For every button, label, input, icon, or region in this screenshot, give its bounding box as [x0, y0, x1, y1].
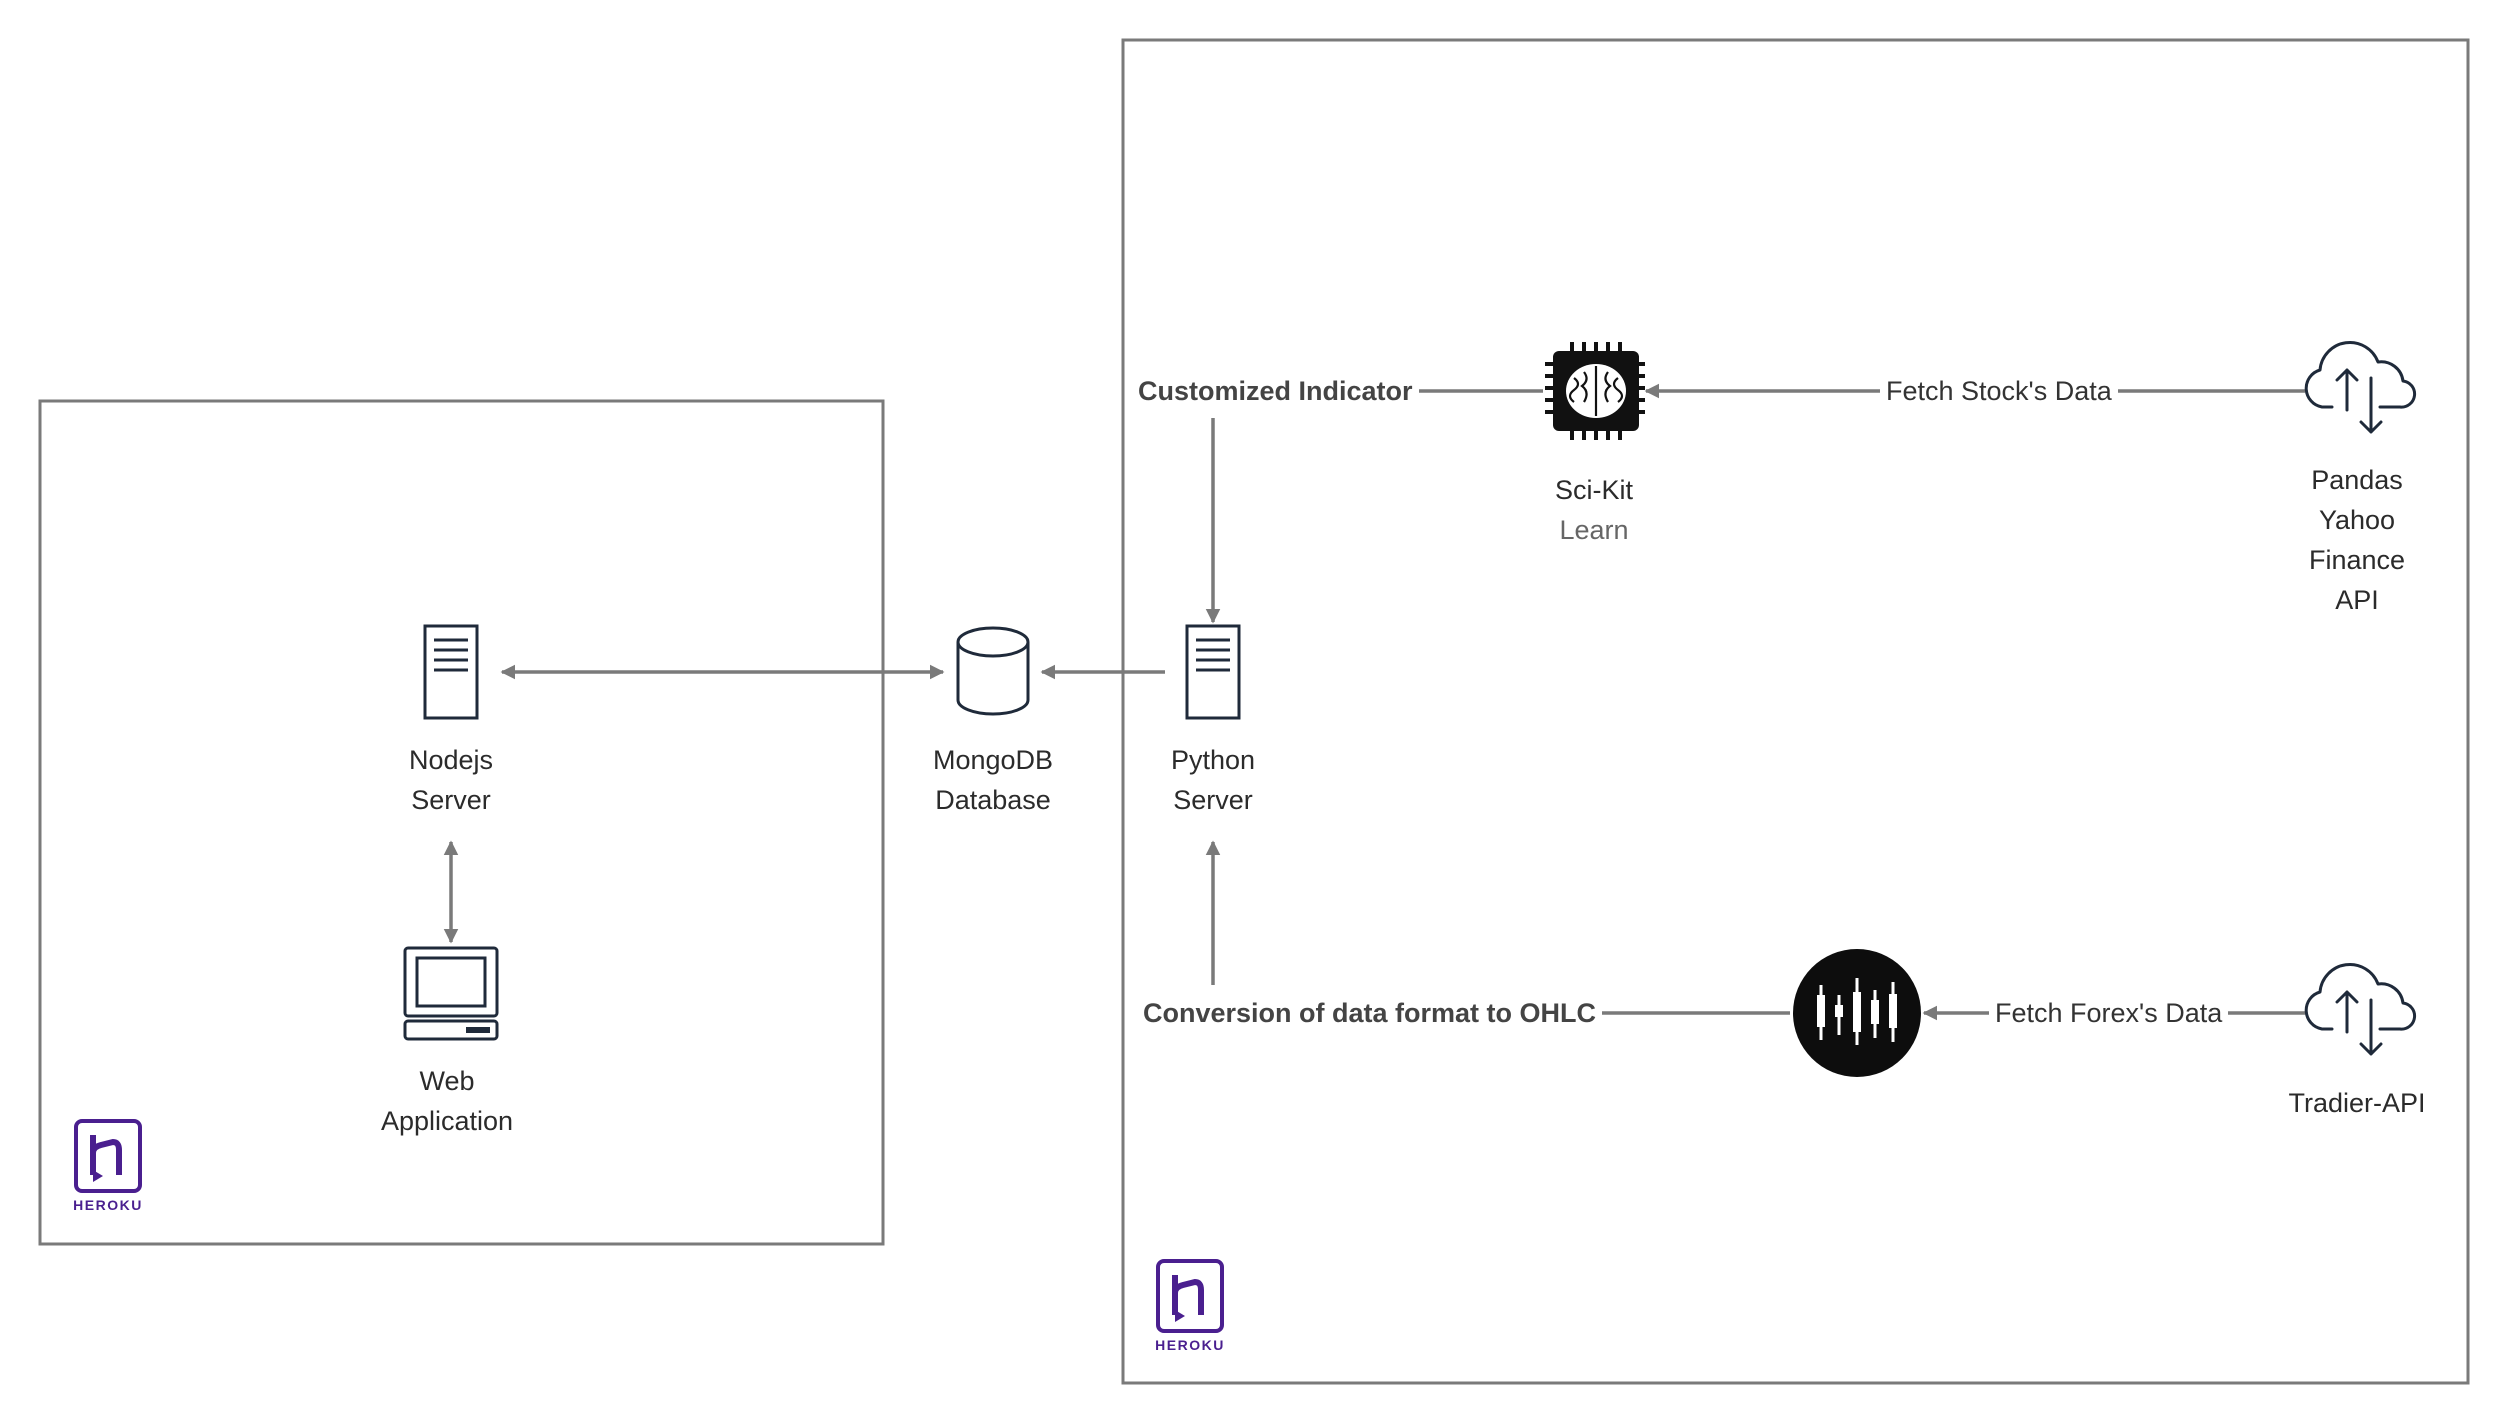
- fetch-stock-data-label: Fetch Stock's Data: [1880, 374, 2118, 408]
- webapp-label: Web Application: [380, 1066, 514, 1136]
- mongodb-label: MongoDB Database: [932, 745, 1054, 815]
- cloud-sync-icon: [2304, 963, 2417, 1056]
- database-icon: [956, 626, 1030, 716]
- tradier-label: Tradier-API: [2288, 1088, 2426, 1118]
- python-label: Python Server: [1170, 745, 1256, 815]
- left-heroku-container: [38, 399, 885, 1246]
- conversion-ohlc-label: Conversion of data format to OHLC: [1137, 996, 1603, 1030]
- pandas-label: Pandas Yahoo Finance API: [2308, 465, 2406, 615]
- nodejs-label: Nodejs Server: [408, 745, 494, 815]
- scikit-label: Sci-Kit Learn: [1554, 475, 1633, 545]
- computer-icon: [403, 946, 499, 1041]
- customized-indicator-label: Customized Indicator: [1132, 374, 1419, 408]
- cloud-sync-icon: [2304, 341, 2417, 434]
- heroku-wordmark: HEROKU: [73, 1197, 143, 1213]
- brain-chip-icon: [1545, 342, 1645, 440]
- server-icon: [1185, 624, 1241, 720]
- fetch-forex-data-label: Fetch Forex's Data: [1989, 996, 2229, 1030]
- heroku-wordmark: HEROKU: [1155, 1337, 1225, 1353]
- heroku-logo: HEROKU: [1155, 1259, 1225, 1353]
- right-heroku-container: [1121, 38, 2470, 1385]
- heroku-logo: HEROKU: [73, 1119, 143, 1213]
- server-icon: [423, 624, 479, 720]
- candlestick-chart-icon: [1793, 949, 1921, 1077]
